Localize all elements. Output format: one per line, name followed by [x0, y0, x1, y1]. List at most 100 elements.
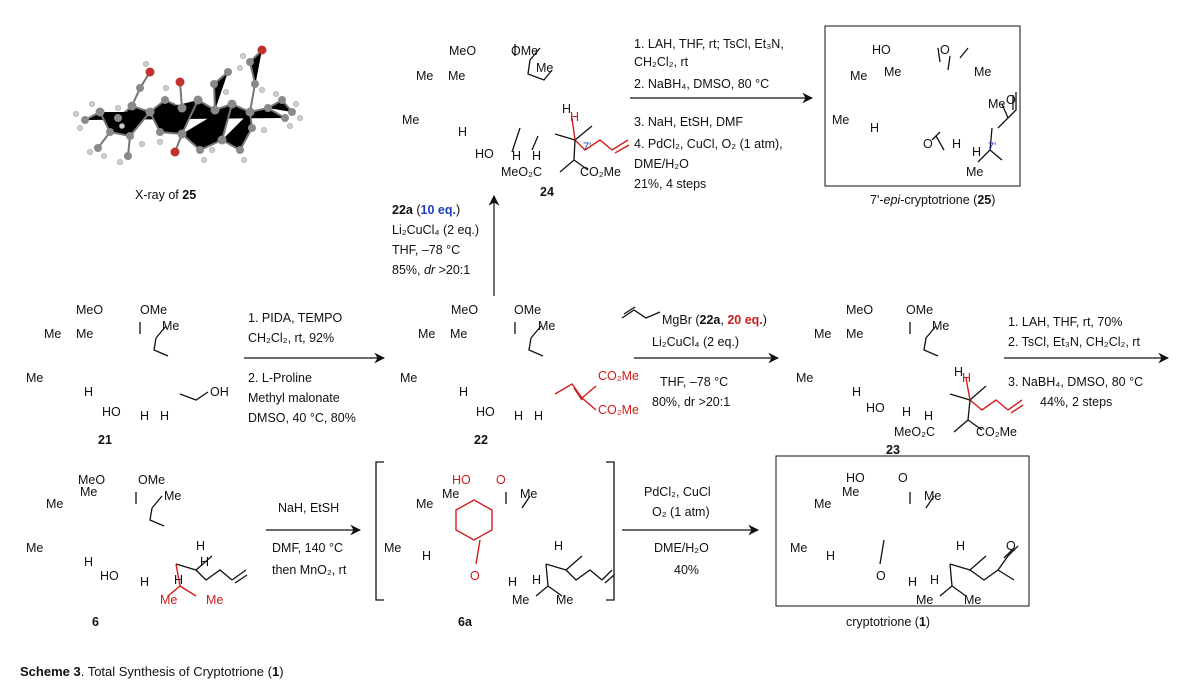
condition-line: Li₂CuCl₄ (2 eq.): [392, 223, 479, 237]
atom-me: Me: [850, 69, 867, 83]
atom-me: Me: [448, 69, 465, 83]
atom-ome: OMe: [140, 303, 167, 317]
atom-h-red: H: [570, 110, 579, 124]
atom-ho: HO: [102, 405, 121, 419]
atom-co2me-red: CO₂Me: [598, 369, 639, 383]
atom-me: Me: [418, 327, 435, 341]
compound-24-structure: [404, 44, 630, 173]
atom-h: H: [514, 409, 523, 423]
scheme-caption: Scheme 3. Total Synthesis of Cryptotrion…: [20, 664, 284, 679]
atom-meo: MeO: [76, 303, 103, 317]
atom-ome: OMe: [138, 473, 165, 487]
allyl-grignard-structure: [621, 306, 661, 319]
compound-22-label: 22: [474, 433, 488, 447]
atom-me: Me: [974, 65, 991, 79]
condition-line: CH₂Cl₂, rt: [634, 55, 689, 69]
condition-line: Methyl malonate: [248, 391, 340, 405]
atom-me: Me: [538, 319, 555, 333]
atom-meo: MeO: [78, 473, 105, 487]
atom-h: H: [852, 385, 861, 399]
compound-22-structure: [404, 322, 597, 411]
atom-me: Me: [416, 69, 433, 83]
condition-line: 4. PdCl₂, CuCl, O₂ (1 atm),: [634, 137, 783, 151]
condition-line: CH₂Cl₂, rt, 92%: [248, 331, 334, 345]
atom-h: H: [174, 573, 183, 587]
bracket-right: [606, 461, 615, 601]
condition-line: 1. LAH, THF, rt; TsCl, Et₃N,: [634, 37, 784, 51]
atom-h: H: [422, 549, 431, 563]
atom-me: Me: [814, 497, 831, 511]
condition-line: 1. PIDA, TEMPO: [248, 311, 343, 325]
condition-line: O₂ (1 atm): [652, 505, 710, 519]
atom-h: H: [532, 573, 541, 587]
atom-h: H: [200, 555, 209, 569]
compound-23-structure: [799, 322, 1024, 433]
compound-21-structure: [29, 322, 209, 401]
atom-o: O: [923, 137, 933, 151]
condition-line: 2. NaBH₄, DMSO, 80 °C: [634, 77, 769, 91]
atom-h: H: [84, 555, 93, 569]
atom-h: H: [826, 549, 835, 563]
condition-line: 44%, 2 steps: [1040, 395, 1112, 409]
atom-ome: OMe: [514, 303, 541, 317]
atom-me: Me: [512, 593, 529, 607]
xray-caption: X-ray of 25: [135, 188, 196, 202]
atom-o: O: [1006, 539, 1016, 553]
atom-h: H: [459, 385, 468, 399]
atom-h: H: [562, 102, 571, 116]
atom-me: Me: [162, 319, 179, 333]
atom-me: Me: [536, 61, 553, 75]
atom-me: Me: [924, 489, 941, 503]
atom-me: Me: [832, 113, 849, 127]
atom-o: O: [898, 471, 908, 485]
atom-me: Me: [932, 319, 949, 333]
compound-23-label: 23: [886, 443, 900, 457]
atom-h: H: [924, 409, 933, 423]
condition-line: DME/H₂O: [634, 157, 689, 171]
atom-me: Me: [846, 327, 863, 341]
atom-h: H: [458, 125, 467, 139]
atom-h: H: [196, 539, 205, 553]
atom-ho: HO: [866, 401, 885, 415]
atom-o: O: [876, 569, 886, 583]
atom-me: Me: [26, 371, 43, 385]
compound-25-structure: [847, 47, 1017, 163]
atom-meo: MeO: [451, 303, 478, 317]
atom-meo2c: MeO₂C: [894, 425, 935, 439]
condition-line: THF, –78 °C: [660, 375, 728, 389]
atom-ho: HO: [100, 569, 119, 583]
atom-me: Me: [450, 327, 467, 341]
atom-h: H: [952, 137, 961, 151]
atom-h: H: [508, 575, 517, 589]
atom-me: Me: [842, 485, 859, 499]
atom-o-red: O: [496, 473, 506, 487]
atom-ho: HO: [872, 43, 891, 57]
atom-me-red: Me: [206, 593, 223, 607]
compound-6-structure: [25, 492, 248, 597]
position-7-label: 7': [583, 141, 591, 153]
compound-24-label: 24: [540, 185, 554, 199]
condition-line: 40%: [674, 563, 699, 577]
atom-meo: MeO: [449, 44, 476, 58]
atom-o-red: O: [470, 569, 480, 583]
atom-me: Me: [164, 489, 181, 503]
atom-ome: OMe: [906, 303, 933, 317]
atom-me: Me: [556, 593, 573, 607]
atom-o: O: [1006, 93, 1016, 107]
atom-co2me: CO₂Me: [976, 425, 1017, 439]
atom-h-red: H: [962, 371, 971, 385]
atom-me: Me: [44, 327, 61, 341]
atom-me: Me: [796, 371, 813, 385]
atom-me: Me: [402, 113, 419, 127]
atom-h: H: [84, 385, 93, 399]
compound-1-structure: [799, 492, 1019, 597]
condition-line: 80%, dr >20:1: [652, 395, 730, 409]
atom-co2me: CO₂Me: [580, 165, 621, 179]
atom-me: Me: [26, 541, 43, 555]
atom-me: Me: [966, 165, 983, 179]
atom-h: H: [534, 409, 543, 423]
atom-h: H: [554, 539, 563, 553]
compound-25-label: 7'-epi-cryptotrione (25): [870, 193, 995, 207]
atom-me: Me: [76, 327, 93, 341]
